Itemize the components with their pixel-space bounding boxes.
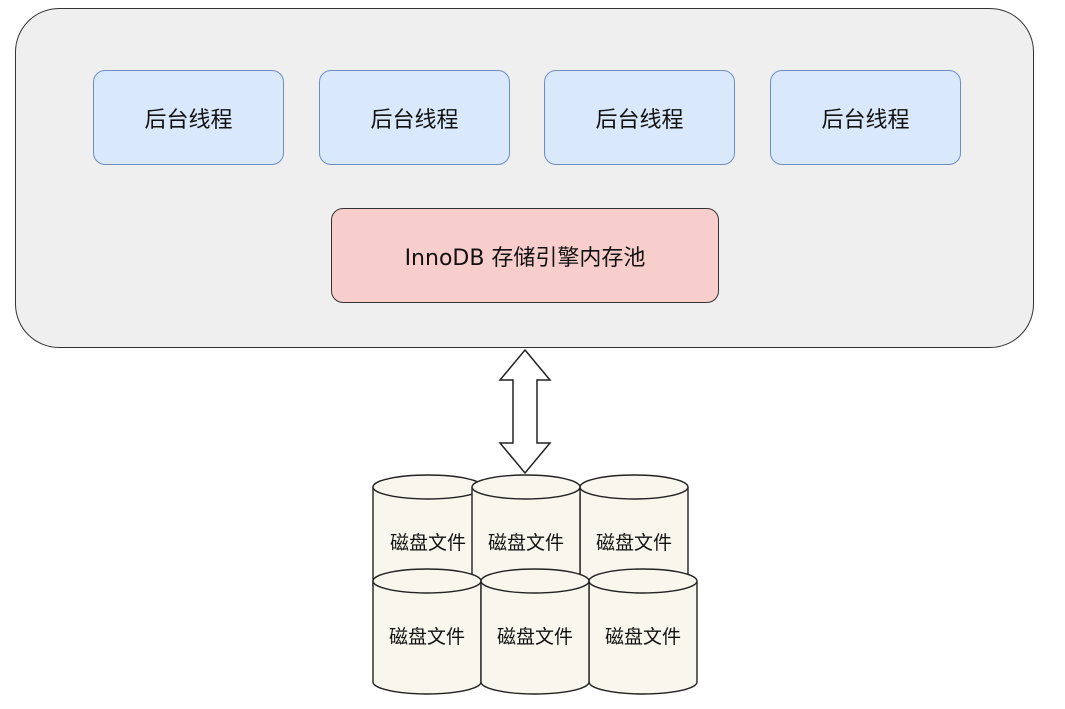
background-thread-label: 后台线程 [595, 107, 684, 133]
disk-file-label: 磁盘文件 [496, 626, 573, 648]
background-thread-3: 后台线程 [544, 70, 735, 165]
bidirectional-arrow-icon [498, 348, 552, 475]
disk-cylinder-5 [480, 568, 590, 695]
buffer-pool-label: InnoDB 存储引擎内存池 [404, 245, 646, 271]
background-thread-1: 后台线程 [93, 70, 284, 165]
background-thread-label: 后台线程 [370, 107, 459, 133]
innodb-buffer-pool: InnoDB 存储引擎内存池 [331, 208, 719, 303]
disk-cylinder-4 [372, 568, 482, 695]
background-thread-label: 后台线程 [144, 107, 233, 133]
disk-file-label: 磁盘文件 [487, 532, 564, 554]
disk-file-label: 磁盘文件 [388, 626, 465, 648]
background-thread-4: 后台线程 [770, 70, 961, 165]
background-thread-2: 后台线程 [319, 70, 510, 165]
disk-file-label: 磁盘文件 [604, 626, 681, 648]
background-thread-label: 后台线程 [821, 107, 910, 133]
disk-file-label: 磁盘文件 [595, 532, 672, 554]
disk-file-label: 磁盘文件 [389, 532, 466, 554]
